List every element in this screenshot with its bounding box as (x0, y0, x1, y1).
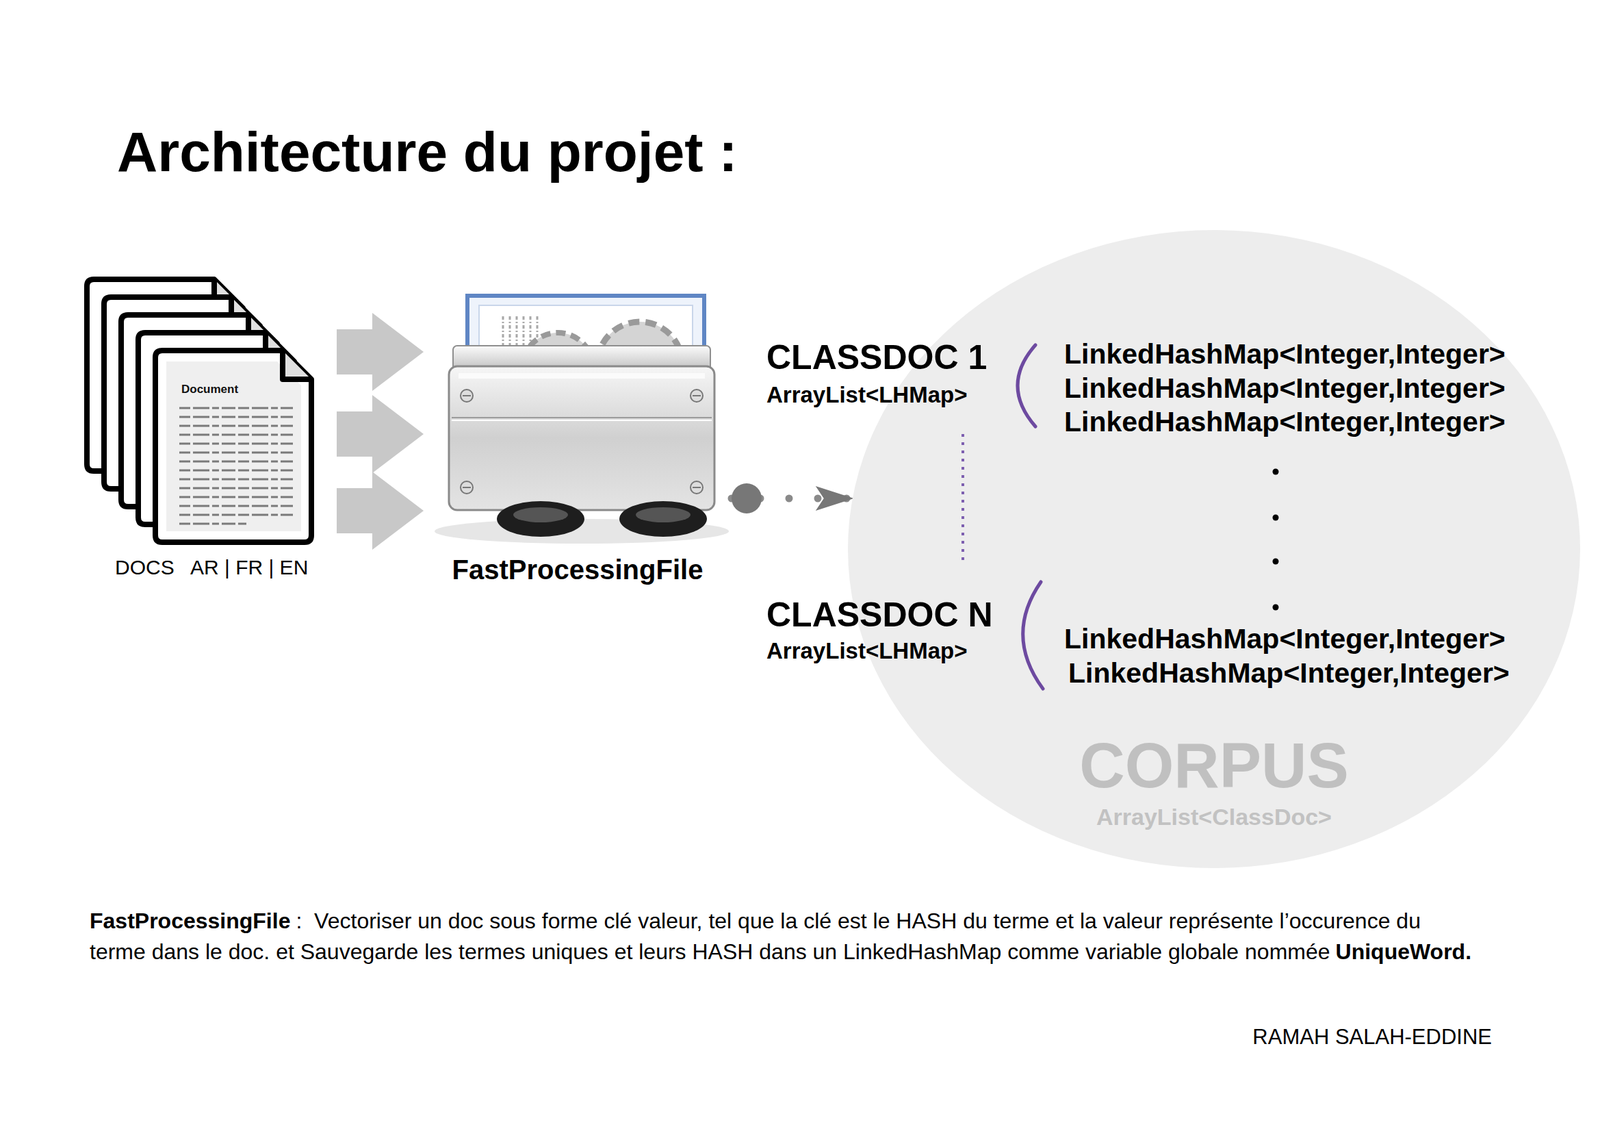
processing-engine-icon (451, 416, 712, 419)
processing-engine-icon (462, 395, 701, 488)
map-entry-holder: LinkedHashMap<Integer,Integer> (1064, 624, 1506, 653)
corpus-type-holder: ArrayList<ClassDoc> (1096, 804, 1332, 829)
component-name: FastProcessingFile (452, 555, 704, 584)
author-name: RAMAH SALAH-EDDINE (1252, 1025, 1492, 1048)
caption-text: : Vectoriser un doc sous forme clé valeu… (89, 908, 1427, 964)
bracket (1017, 344, 1036, 427)
ellipsis-dots (1272, 558, 1280, 565)
class-name-holder: CLASSDOC N (766, 597, 993, 632)
processing-engine-icon (434, 295, 729, 544)
map-entry: LinkedHashMap<Integer,Integer> (1064, 624, 1506, 653)
bracket (1023, 581, 1043, 689)
author-name-holder: RAMAH SALAH-EDDINE (1252, 1025, 1492, 1048)
flow-arrow (336, 471, 424, 550)
component-name-holder: FastProcessingFile (452, 555, 704, 584)
ellipsis-dots (1272, 604, 1280, 611)
flow-arrow (336, 394, 424, 473)
ellipsis-dots (1272, 468, 1280, 611)
corpus-type: ArrayList<ClassDoc> (1096, 804, 1332, 829)
document-stack-icon (86, 279, 312, 543)
document-heading: Document (181, 383, 239, 395)
type-name-holder: ArrayList<LHMap> (766, 639, 967, 662)
docs-languages-holder: DOCS AR | FR | EN (114, 557, 308, 578)
map-entry-holder: LinkedHashMap<Integer,Integer> (1068, 659, 1510, 688)
caption-paragraph: FastProcessingFile: Vectoriser un doc so… (89, 905, 1479, 967)
corpus-title: CORPUS (1079, 733, 1349, 797)
processing-engine-icon (451, 419, 712, 421)
page-title-holder: Architecture du projet : (117, 123, 738, 180)
map-entry: LinkedHashMap<Integer,Integer> (1068, 659, 1510, 688)
processing-engine-icon (458, 372, 705, 379)
corpus-ellipse (847, 229, 1581, 868)
processing-engine-icon (448, 366, 715, 510)
processing-engine-icon (460, 389, 703, 494)
document-stack: DocumentDOCS AR | FR | EN (86, 279, 337, 547)
processing-engine-icon (619, 500, 707, 537)
ellipsis-dots (1272, 468, 1280, 475)
caption-term: UniqueWord. (1335, 938, 1473, 964)
class-name-holder: CLASSDOC 1 (766, 340, 987, 375)
document-stack-icon (282, 350, 312, 380)
processing-engine-icon (513, 507, 569, 523)
dotted-separator (961, 433, 965, 562)
caption-term: FastProcessingFile (89, 908, 291, 933)
processing-engine-icon (496, 500, 585, 537)
processing-engine-icon (635, 507, 691, 523)
class-name: CLASSDOC N (766, 597, 993, 632)
map-entry: LinkedHashMap<Integer,Integer> (1064, 407, 1506, 436)
map-entry-holder: LinkedHashMap<Integer,Integer> (1064, 407, 1506, 436)
document-stack-icon (166, 361, 302, 532)
map-entry: LinkedHashMap<Integer,Integer> (1064, 374, 1506, 403)
ellipsis-dots (1272, 514, 1280, 521)
map-entry-holder: LinkedHashMap<Integer,Integer> (1064, 340, 1506, 369)
bracket (1017, 344, 1043, 689)
type-name: ArrayList<LHMap> (766, 639, 967, 662)
processing-engine: FastProcessingFile (423, 290, 732, 536)
class-name: CLASSDOC 1 (766, 340, 987, 375)
lorem-lines (179, 407, 293, 524)
map-entry-holder: LinkedHashMap<Integer,Integer> (1064, 374, 1506, 403)
document-stack-icon (155, 350, 312, 543)
document-heading-holder: Document (181, 383, 239, 395)
flow-arrow (336, 312, 424, 391)
corpus-circle: CORPUS ArrayList<ClassDoc> (847, 229, 1581, 868)
dotted-arrow (731, 494, 853, 503)
map-entry: LinkedHashMap<Integer,Integer> (1064, 340, 1506, 369)
type-name: ArrayList<LHMap> (766, 383, 967, 406)
type-name-holder: ArrayList<LHMap> (766, 383, 967, 406)
page-title: Architecture du projet : (117, 123, 738, 180)
docs-languages: DOCS AR | FR | EN (114, 557, 308, 578)
corpus-title-holder: CORPUS (1079, 733, 1349, 797)
